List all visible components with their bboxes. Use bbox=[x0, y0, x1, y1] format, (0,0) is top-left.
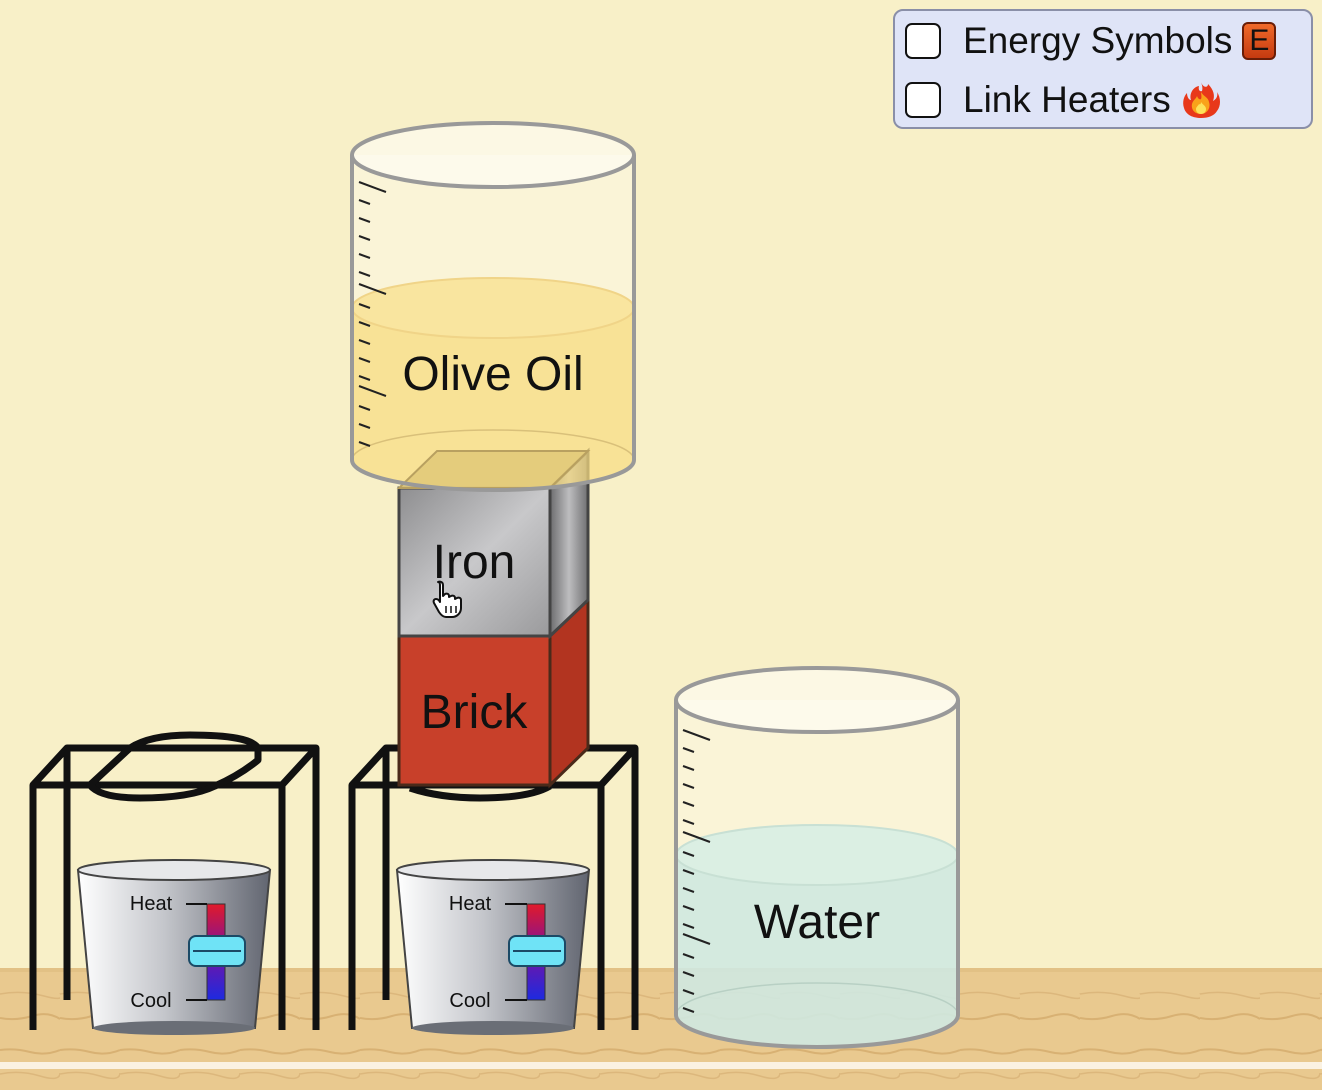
heater-right: Heat Cool bbox=[395, 859, 591, 1035]
energy-symbols-checkbox[interactable] bbox=[905, 23, 941, 59]
link-heaters-checkbox[interactable] bbox=[905, 82, 941, 118]
cool-label: Cool bbox=[130, 990, 171, 1012]
water-label: Water bbox=[754, 896, 880, 949]
heater-control-right[interactable] bbox=[505, 903, 566, 1001]
heat-label: Heat bbox=[449, 893, 492, 915]
flame-icon bbox=[1182, 82, 1220, 118]
link-heaters-option[interactable]: Link Heaters bbox=[905, 79, 1305, 121]
iron-label: Iron bbox=[433, 536, 516, 589]
control-panel: Energy Symbols E Link Heaters bbox=[893, 9, 1313, 129]
energy-e-icon: E bbox=[1242, 22, 1277, 60]
iron-block[interactable]: Iron bbox=[397, 447, 590, 640]
energy-symbols-label: Energy Symbols bbox=[963, 20, 1233, 61]
heat-label: Heat bbox=[130, 893, 173, 915]
hand-cursor-icon bbox=[432, 580, 462, 618]
energy-symbols-option[interactable]: Energy Symbols E bbox=[905, 20, 1305, 62]
olive-oil-beaker[interactable]: Olive Oil bbox=[350, 121, 636, 492]
brick-block[interactable]: Brick bbox=[397, 596, 590, 789]
burner-stand-left bbox=[29, 731, 320, 1030]
olive-oil-label: Olive Oil bbox=[402, 348, 583, 401]
heater-control-left[interactable] bbox=[186, 903, 246, 1001]
olive-oil-scale bbox=[358, 181, 387, 447]
link-heaters-label: Link Heaters bbox=[963, 79, 1171, 120]
cool-label: Cool bbox=[449, 990, 490, 1012]
heater-left: Heat Cool bbox=[76, 859, 272, 1035]
water-beaker[interactable]: Water bbox=[674, 666, 960, 1049]
water-scale bbox=[682, 729, 711, 1013]
brick-label: Brick bbox=[421, 686, 529, 739]
